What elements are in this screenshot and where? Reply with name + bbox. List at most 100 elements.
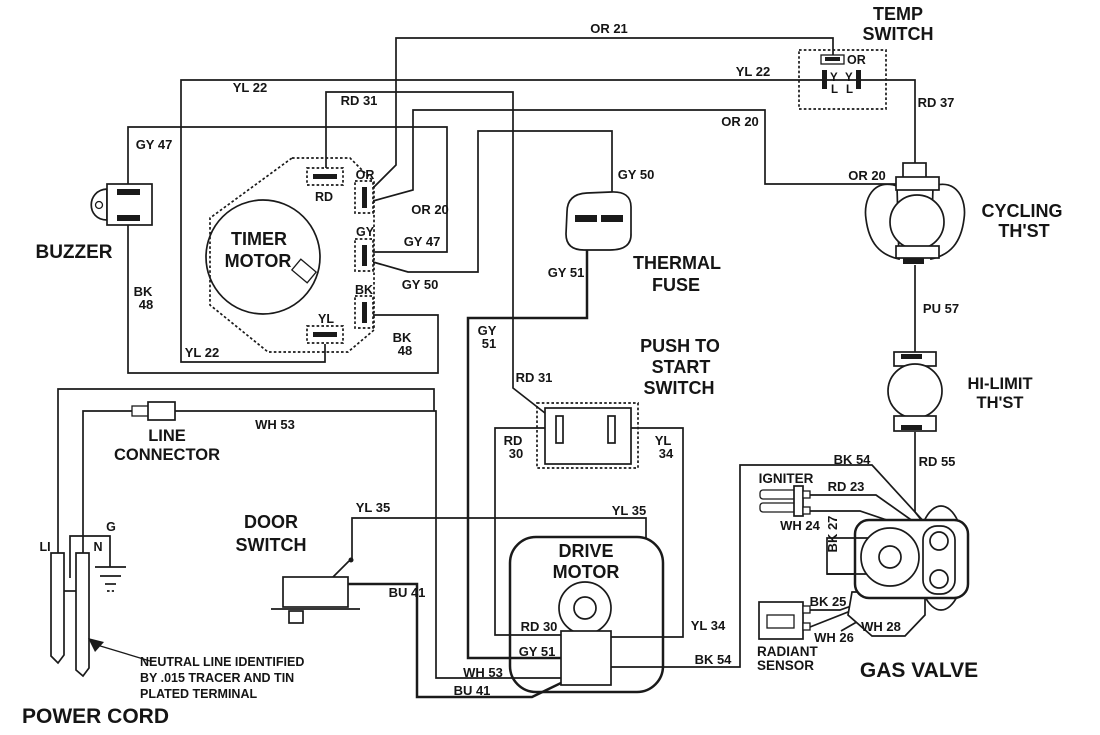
- wire-gy51: [466, 224, 589, 660]
- title-thermal-fuse-2: FUSE: [652, 275, 700, 295]
- wire-bk48: [127, 222, 439, 374]
- buzzer: [90, 183, 153, 226]
- label-rd31-b: RD 31: [516, 370, 553, 385]
- label-yl35-b: YL 35: [612, 503, 646, 518]
- label-or20-a: OR 20: [411, 202, 449, 217]
- cycling-thermostat: [864, 162, 966, 264]
- wire-labels: OR 21 YL 22 YL 22 YL 22 RD 37 RD 31 RD 3…: [134, 21, 959, 698]
- label-rd30-s2: 30: [509, 446, 523, 461]
- label-rd30-s1: RD: [504, 433, 523, 448]
- wire-or21: [372, 37, 834, 189]
- label-gy50-b: GY 50: [618, 167, 655, 182]
- label-bk48-b2: 48: [139, 297, 153, 312]
- label-yl34-s2: 34: [659, 446, 674, 461]
- label-timer-rd: RD: [315, 190, 333, 204]
- label-yl34-s1: YL: [655, 433, 672, 448]
- title-cycling-2: TH'ST: [998, 221, 1049, 241]
- title-timer-2: MOTOR: [225, 251, 292, 271]
- label-pu57: PU 57: [923, 301, 959, 316]
- title-drive-motor-2: MOTOR: [553, 562, 620, 582]
- label-bk54-a: BK 54: [834, 452, 872, 467]
- label-rd30-m: RD 30: [521, 619, 558, 634]
- label-temp-l2: L: [846, 84, 853, 96]
- wire-yl35: [351, 517, 647, 559]
- title-power-cord: POWER CORD: [22, 705, 169, 728]
- title-line-connector-1: LINE: [148, 427, 186, 445]
- title-cycling-1: CYCLING: [982, 201, 1063, 221]
- label-wh53-b: WH 53: [463, 665, 503, 680]
- label-gy51-b1: GY: [478, 323, 497, 338]
- title-temp-switch-1: TEMP: [873, 4, 923, 24]
- title-line-connector-2: CONNECTOR: [114, 446, 220, 464]
- label-temp-y2: Y: [845, 72, 853, 84]
- label-or20-b: OR 20: [721, 114, 759, 129]
- wire-bk54: [611, 464, 927, 668]
- label-bk48-b1: BK: [134, 284, 153, 299]
- wire-or20: [372, 109, 896, 202]
- label-yl22-c: YL 22: [736, 64, 770, 79]
- hi-limit-thermostat: [887, 351, 943, 432]
- title-gas-valve: GAS VALVE: [860, 659, 978, 682]
- title-door-switch-2: SWITCH: [236, 535, 307, 555]
- label-bk48-t1: BK: [393, 330, 412, 345]
- note-line-2: BY .015 TRACER AND TIN: [140, 671, 294, 685]
- label-rd37: RD 37: [918, 95, 955, 110]
- temp-switch: [798, 49, 887, 110]
- title-thermal-fuse-1: THERMAL: [633, 253, 721, 273]
- label-rd55: RD 55: [919, 454, 956, 469]
- wire-bu41: [348, 582, 562, 699]
- label-yl35-a: YL 35: [356, 500, 390, 515]
- label-g: G: [106, 520, 116, 534]
- label-timer-or: OR: [356, 168, 375, 182]
- title-hi-limit-2: TH'ST: [976, 394, 1023, 412]
- label-gy50-a: GY 50: [402, 277, 439, 292]
- wire-wh53: [82, 410, 561, 679]
- label-wh24: WH 24: [780, 518, 821, 533]
- label-bu41-b: BU 41: [454, 683, 491, 698]
- title-temp-switch-2: SWITCH: [863, 24, 934, 44]
- title-buzzer: BUZZER: [35, 242, 112, 263]
- label-bk25: BK 25: [810, 594, 847, 609]
- wire-rd55: [914, 432, 927, 527]
- label-or20-c: OR 20: [848, 168, 886, 183]
- label-wh26: WH 26: [814, 630, 854, 645]
- wire-gy47: [127, 126, 448, 253]
- label-bu41-a: BU 41: [389, 585, 426, 600]
- label-bk27: BK 27: [825, 516, 840, 553]
- title-push-start-1: PUSH TO: [640, 336, 720, 356]
- title-radiant-sensor-1: RADIANT: [757, 644, 818, 659]
- title-hi-limit-1: HI-LIMIT: [967, 375, 1032, 393]
- door-switch: [271, 557, 360, 624]
- wire-gy50: [372, 130, 613, 273]
- wire-yl22-and-rd37: [180, 79, 916, 363]
- drive-motor: [508, 535, 665, 694]
- title-drive-motor-1: DRIVE: [558, 541, 613, 561]
- radiant-sensor: [758, 601, 811, 640]
- label-gy51-c: GY 51: [519, 644, 556, 659]
- label-gy51-a: GY 51: [548, 265, 585, 280]
- label-timer-gy: GY: [356, 225, 375, 239]
- label-temp-or: OR: [847, 53, 866, 67]
- label-temp-y1: Y: [830, 72, 838, 84]
- wire-rd31: [325, 91, 560, 425]
- label-temp-l1: L: [831, 84, 838, 96]
- label-yl34-m: YL 34: [691, 618, 726, 633]
- label-li: LI: [39, 540, 50, 554]
- title-push-start-3: SWITCH: [644, 378, 715, 398]
- label-yl22-a: YL 22: [233, 80, 267, 95]
- label-timer-yl: YL: [318, 312, 334, 326]
- wire-rd30: [494, 427, 561, 636]
- label-gy47-a: GY 47: [136, 137, 173, 152]
- title-timer-1: TIMER: [231, 229, 287, 249]
- terminal-letters: OR Y L Y L RD OR GY BK YL LI N G: [39, 53, 865, 554]
- title-door-switch-1: DOOR: [244, 512, 298, 532]
- label-timer-bk: BK: [355, 283, 373, 297]
- label-rd23: RD 23: [828, 479, 865, 494]
- igniter: [759, 485, 811, 517]
- label-gy47-b: GY 47: [404, 234, 441, 249]
- push-to-start-switch: [536, 402, 639, 469]
- label-gy51-b2: 51: [482, 336, 496, 351]
- neutral-line-note: NEUTRAL LINE IDENTIFIED BY .015 TRACER A…: [140, 655, 304, 701]
- neutral-callout-arrow: [88, 638, 151, 662]
